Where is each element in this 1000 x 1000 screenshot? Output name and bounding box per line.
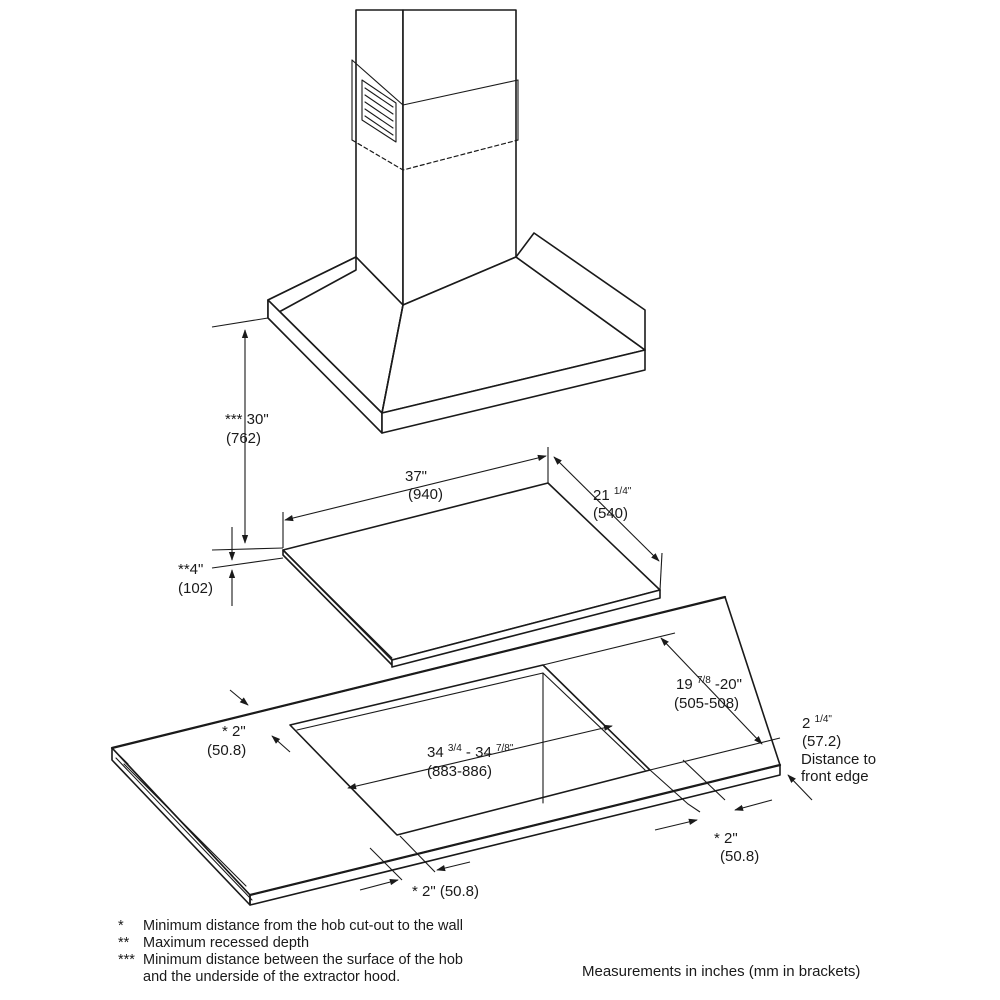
front-edge-label: 2 1/4" — [802, 714, 832, 732]
width-mm-label: (940) — [408, 486, 443, 503]
recess-mm-label: (102) — [178, 580, 213, 597]
height-label: *** 30" — [225, 411, 269, 428]
legend-item: and the underside of the extractor hood. — [143, 969, 401, 985]
dimension-width — [282, 447, 549, 548]
dimension-front-edge — [787, 774, 813, 801]
height-mm-label: (762) — [226, 430, 261, 447]
front-clearance-label: * 2" (50.8) — [412, 883, 479, 900]
legend-item: ***Minimum distance between the surface … — [118, 952, 463, 968]
front-edge-mm-label: (57.2) — [802, 733, 841, 750]
cutout-depth-label: 19 7/8 -20" — [676, 675, 742, 693]
depth-mm-label: (540) — [593, 505, 628, 522]
dimension-height — [211, 317, 284, 551]
dimension-right-clearance — [649, 759, 773, 831]
vent-grille — [361, 79, 397, 143]
dimension-recess — [211, 527, 284, 606]
dimension-depth — [553, 456, 663, 591]
legend-item: *Minimum distance from the hob cut-out t… — [118, 918, 463, 934]
front-edge-note-2: front edge — [801, 768, 869, 785]
cutout-depth-mm-label: (505-508) — [674, 695, 739, 712]
right-clearance-label: * 2" — [714, 830, 738, 847]
chimney-hood — [267, 9, 646, 434]
cutout-width-label: 34 3/4 - 34 7/8" — [427, 743, 514, 761]
recess-label: **4" — [178, 561, 203, 578]
right-clearance-mm-label: (50.8) — [720, 848, 759, 865]
cutout-width-mm-label: (883-886) — [427, 763, 492, 780]
dimension-cutout-depth — [542, 632, 781, 771]
dimension-front-clearance — [359, 835, 471, 891]
legend: *Minimum distance from the hob cut-out t… — [118, 918, 463, 986]
dimension-left-clearance — [229, 689, 291, 753]
dimension-cutout-width — [347, 724, 613, 790]
left-clearance-mm-label: (50.8) — [207, 742, 246, 759]
depth-label: 21 1/4" — [593, 486, 632, 504]
left-clearance-label: * 2" — [222, 723, 246, 740]
measurements-note: Measurements in inches (mm in brackets) — [582, 963, 861, 980]
front-edge-note-1: Distance to — [801, 751, 876, 768]
width-label: 37" — [405, 468, 427, 485]
legend-item: **Maximum recessed depth — [118, 935, 310, 951]
